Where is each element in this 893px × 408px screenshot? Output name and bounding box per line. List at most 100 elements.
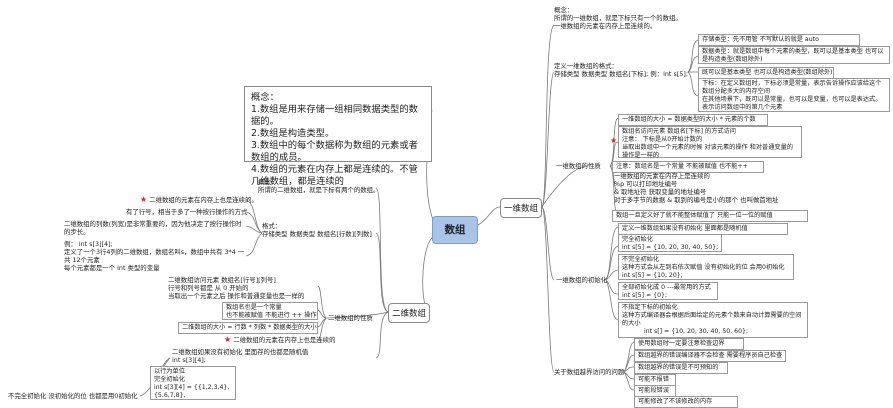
format-item[interactable]: 例： int s[3][4]; 定义了一个3行4列的二维数组，数组名叫s，数组中… [64,240,246,272]
concept-note[interactable]: 概念： 1.数组是用来存储一组相同数据类型的数据的。 2.数组是构造类型。 3.… [244,86,432,187]
text-line: 行号和列号都是 从 0 开始的 [168,284,249,292]
two-props-label[interactable]: 二维数组的性质 [328,314,373,322]
text-line: 全部初始化成 0 ---最常用的方式 [622,284,711,291]
note-line: 4.数组的元素在内存上都是连续的。不管几维数组，都是连续的 [251,164,418,187]
star-icon: ★ [140,195,148,204]
define-item[interactable]: 存储类型：先不用管 不写默认的就是 auto [698,34,860,46]
two-init-item[interactable]: 不完全初始化 没初始化的位 也都是用0初始化 [8,392,138,400]
text-line: %p 可以打印地址编号 [614,180,678,188]
text-line: int s[3][4] = {{1,2,3,4}, [154,384,230,391]
text-line: 数组名访问元素 数组名[下标] 的方式访问 [622,128,736,135]
text-line: 当取出数组中一个元素的时候 对该元素的操作 和对普通变量的操作是一样的 [622,144,793,159]
text-line: 以行为单位 [154,368,185,375]
text-line: 一维数组的大小 = 数据类型的大小 * 元素的个数 [622,116,756,123]
text-line: 也不能被赋值 不能进行 ++ 操作 [226,312,317,319]
note-line: 1.数组是用来存储一组相同数据类型的数据的。 [251,104,418,127]
text-line: 完全初始化 [154,376,185,383]
props-item[interactable]: 一维数组的大小 = 数据类型的大小 * 元素的个数 [618,114,768,126]
text-line: 不指定下标的初始化 [622,304,678,311]
define-item[interactable]: 数据类型：就是数组中每个元素的类型，既可以是基本类型 也可以是构造类型(数组除外… [698,46,890,64]
text-line: 注意： 下标是从0开始计数的 [622,136,703,143]
init-item[interactable]: 完全初始化 int s[5] = {10, 20, 30, 40, 50}; [618,234,722,252]
text-line: 二维数组访问元素 数组名[行号][列号] [168,276,276,284]
text-line: 一维数组的元素在内存上是连续的 [614,172,710,180]
bounds-item[interactable]: 使用数组时一定要注意检查边界 [634,338,744,350]
format-item[interactable]: 有了行号，相当于多了一种按行操作的方式 [126,208,248,216]
text-line: 存储类型 数据类型 数组名[下标]; 例：int s[5]; [554,70,688,78]
text-line: 所谓的二维数组，就是下标有两个的数组。 [258,186,380,194]
text-line: 存储类型：先不用管 不写默认的就是 auto [702,36,819,43]
format-item[interactable]: 二维数组的列数(列宽)是非常重要的，因为他决定了按行操作时的步长。 [64,220,242,236]
text-line: 概念： [258,178,278,186]
bounds-item[interactable]: 数组越界的错误编译器不会检查 需要程序员自己检查 [634,350,786,362]
text-line: int s[5] = {10, 20}; [622,272,683,279]
node-one-dim[interactable]: 一维数组 [500,198,542,218]
note-line: 2.数组是构造类型。 [251,128,335,139]
two-props-item[interactable]: 二维数组的大小 = 行数 * 列数 * 数据类型的大小 [178,322,318,334]
text-line: 对于多字节的数据 & 取到的编号是小的那个 也叫做首地址 [614,196,779,204]
props-item[interactable]: ★ 数组名访问元素 数组名[下标] 的方式访问 注意： 下标是从0开始计数的 当… [610,126,802,159]
text-line: 所谓的一维数组，就是下标只有一个的数组。 [554,14,682,22]
text-line: int s[5] = {10, 20, 30, 40, 50}; [622,244,719,251]
text-line: 二维数组的元素在内存上也是连续的 [233,336,336,344]
bounds-item[interactable]: 可能修改了不该修改的内存 [634,396,738,408]
init-label[interactable]: 一维数组的初始化 [556,276,608,284]
text-line: int s[5] = {0}; [622,292,668,299]
one-dim-define[interactable]: 定义一维数组的格式： 存储类型 数据类型 数组名[下标]; 例：int s[5]… [554,62,688,78]
format-item[interactable]: ★ 二维数组的元素在内存上也是连续的。 [140,195,258,205]
text-line: 这种方式编译器会根据后面给定的元素个数来自动计算需要的空间的大小 [622,312,802,327]
text-line: 二维数组如果没有初始化 里面存的也都是随机值 [172,348,309,356]
bounds-label[interactable]: 关于数组越界访问的问题 [554,368,625,376]
props-item[interactable]: 一维数组的元素在内存上是连续的 %p 可以打印地址编号 & 取地址符 获取变量的… [614,172,778,204]
text-line: 一维数组的元素在内存上是连续的。 [554,22,657,30]
center-topic[interactable]: 数组 [432,216,478,244]
text-line: & 取地址符 获取变量的地址编号 [614,188,707,196]
text-line: 既可以是基本类型 也可以是构造类型(数组除外) [702,69,833,76]
two-dim-concept[interactable]: 概念： 所谓的二维数组，就是下标有两个的数组。 [258,178,379,194]
star-icon: ★ [224,335,232,344]
props-item[interactable]: 注意：数组名是一个常量 不能被赋值 也不能++ [612,161,764,173]
text-line: 完全初始化 [622,236,653,243]
text-line: 概念： [554,6,574,14]
text-line: 在其他场景下，既可以是常量，也可以是变量，也可以是表达式。表示访问数组中的第几个… [702,96,882,111]
text-line: 定义一维数组如果没有初始化 里面都是随机值 [622,225,748,232]
text-line: 数据类型：就是数组中每个元素的类型，既可以是基本类型 也可以是构造类型(数组除外… [702,48,884,63]
text-line: 数组名也是一个常量 [226,304,282,311]
text-line: 定义了一个3行4列的二维数组，数组名叫s，数组中共有 3*4 一共 12个元素 [64,248,245,264]
two-init-item[interactable]: 以行为单位 完全初始化 int s[3][4] = {{1,2,3,4}, {5… [150,366,236,400]
note-line: 3.数组中的每个数据称为数组的元素或者数组的成员。 [251,140,418,163]
props-label[interactable]: 一维数组的性质 [556,162,601,170]
text-line: int s[3][4]; [172,356,206,364]
init-item[interactable]: 全部初始化成 0 ---最常用的方式 int s[5] = {0}; [618,282,718,300]
text-line: 二维数组的大小 = 行数 * 列数 * 数据类型的大小 [182,324,317,331]
bounds-item[interactable]: 数组越界的错误是不可预知的 [634,362,728,374]
two-props-item[interactable]: ★ 二维数组的元素在内存上也是连续的 [224,335,336,345]
two-dim-format[interactable]: 格式： 存储类型 数据类型 数组名[行数][列数] [262,222,372,238]
text-line: {5,6,7,8}, [154,392,186,399]
node-two-dim[interactable]: 二维数组 [388,303,430,323]
text-line: 例： int s[3][4]; [64,240,113,248]
init-item[interactable]: 不完全初始化 这种方式会从左到右依次赋值 没有初始化的位 会用0初始化 int … [618,254,794,280]
text-line: 当取出一个元素之后 操作和普通变量也是一样的 [168,292,305,300]
text-line: 数组一旦定义好了就不能整体赋值了 只能一位一位的赋值 [616,212,773,219]
text-line: 格式： [262,222,282,230]
one-dim-concept[interactable]: 概念： 所谓的一维数组，就是下标只有一个的数组。 一维数组的元素在内存上是连续的… [554,6,682,30]
two-props-item[interactable]: 二维数组访问元素 数组名[行号][列号] 行号和列号都是 从 0 开始的 当取出… [168,276,304,300]
two-init-head[interactable]: 二维数组如果没有初始化 里面存的也都是随机值 int s[3][4]; [172,348,308,364]
text-line: 下标：在定义数组时，下标必须是常量，表示告诉操作应该给这个数组分配多大的内存空间 [702,80,882,95]
text-line: 每个元素都是一个 int 类型的变量 [64,264,160,272]
define-item[interactable]: 下标：在定义数组时，下标必须是常量，表示告诉操作应该给这个数组分配多大的内存空间… [698,78,890,112]
text-line: 注意：数组名是一个常量 不能被赋值 也不能++ [616,163,748,170]
text-line: 存储类型 数据类型 数组名[行数][列数] [262,230,372,238]
props-item[interactable]: 数组一旦定义好了就不能整体赋值了 只能一位一位的赋值 [612,210,808,222]
text-line: 这种方式会从左到右依次赋值 没有初始化的位 会用0初始化 [622,264,785,271]
text-line: 定义一维数组的格式： [554,62,618,70]
star-icon: ★ [610,136,618,145]
note-line: 概念： [251,92,279,103]
text-line: int s[] = {10, 20, 30, 40, 50, 60}; [644,328,749,335]
two-props-item[interactable]: 数组名也是一个常量 也不能被赋值 不能进行 ++ 操作 [222,302,318,320]
init-item[interactable]: 不指定下标的初始化 这种方式编译器会根据后面给定的元素个数来自动计算需要的空间的… [618,302,808,338]
text-line: 不完全初始化 [622,256,660,263]
text-line: 二维数组的元素在内存上也是连续的。 [149,196,258,204]
